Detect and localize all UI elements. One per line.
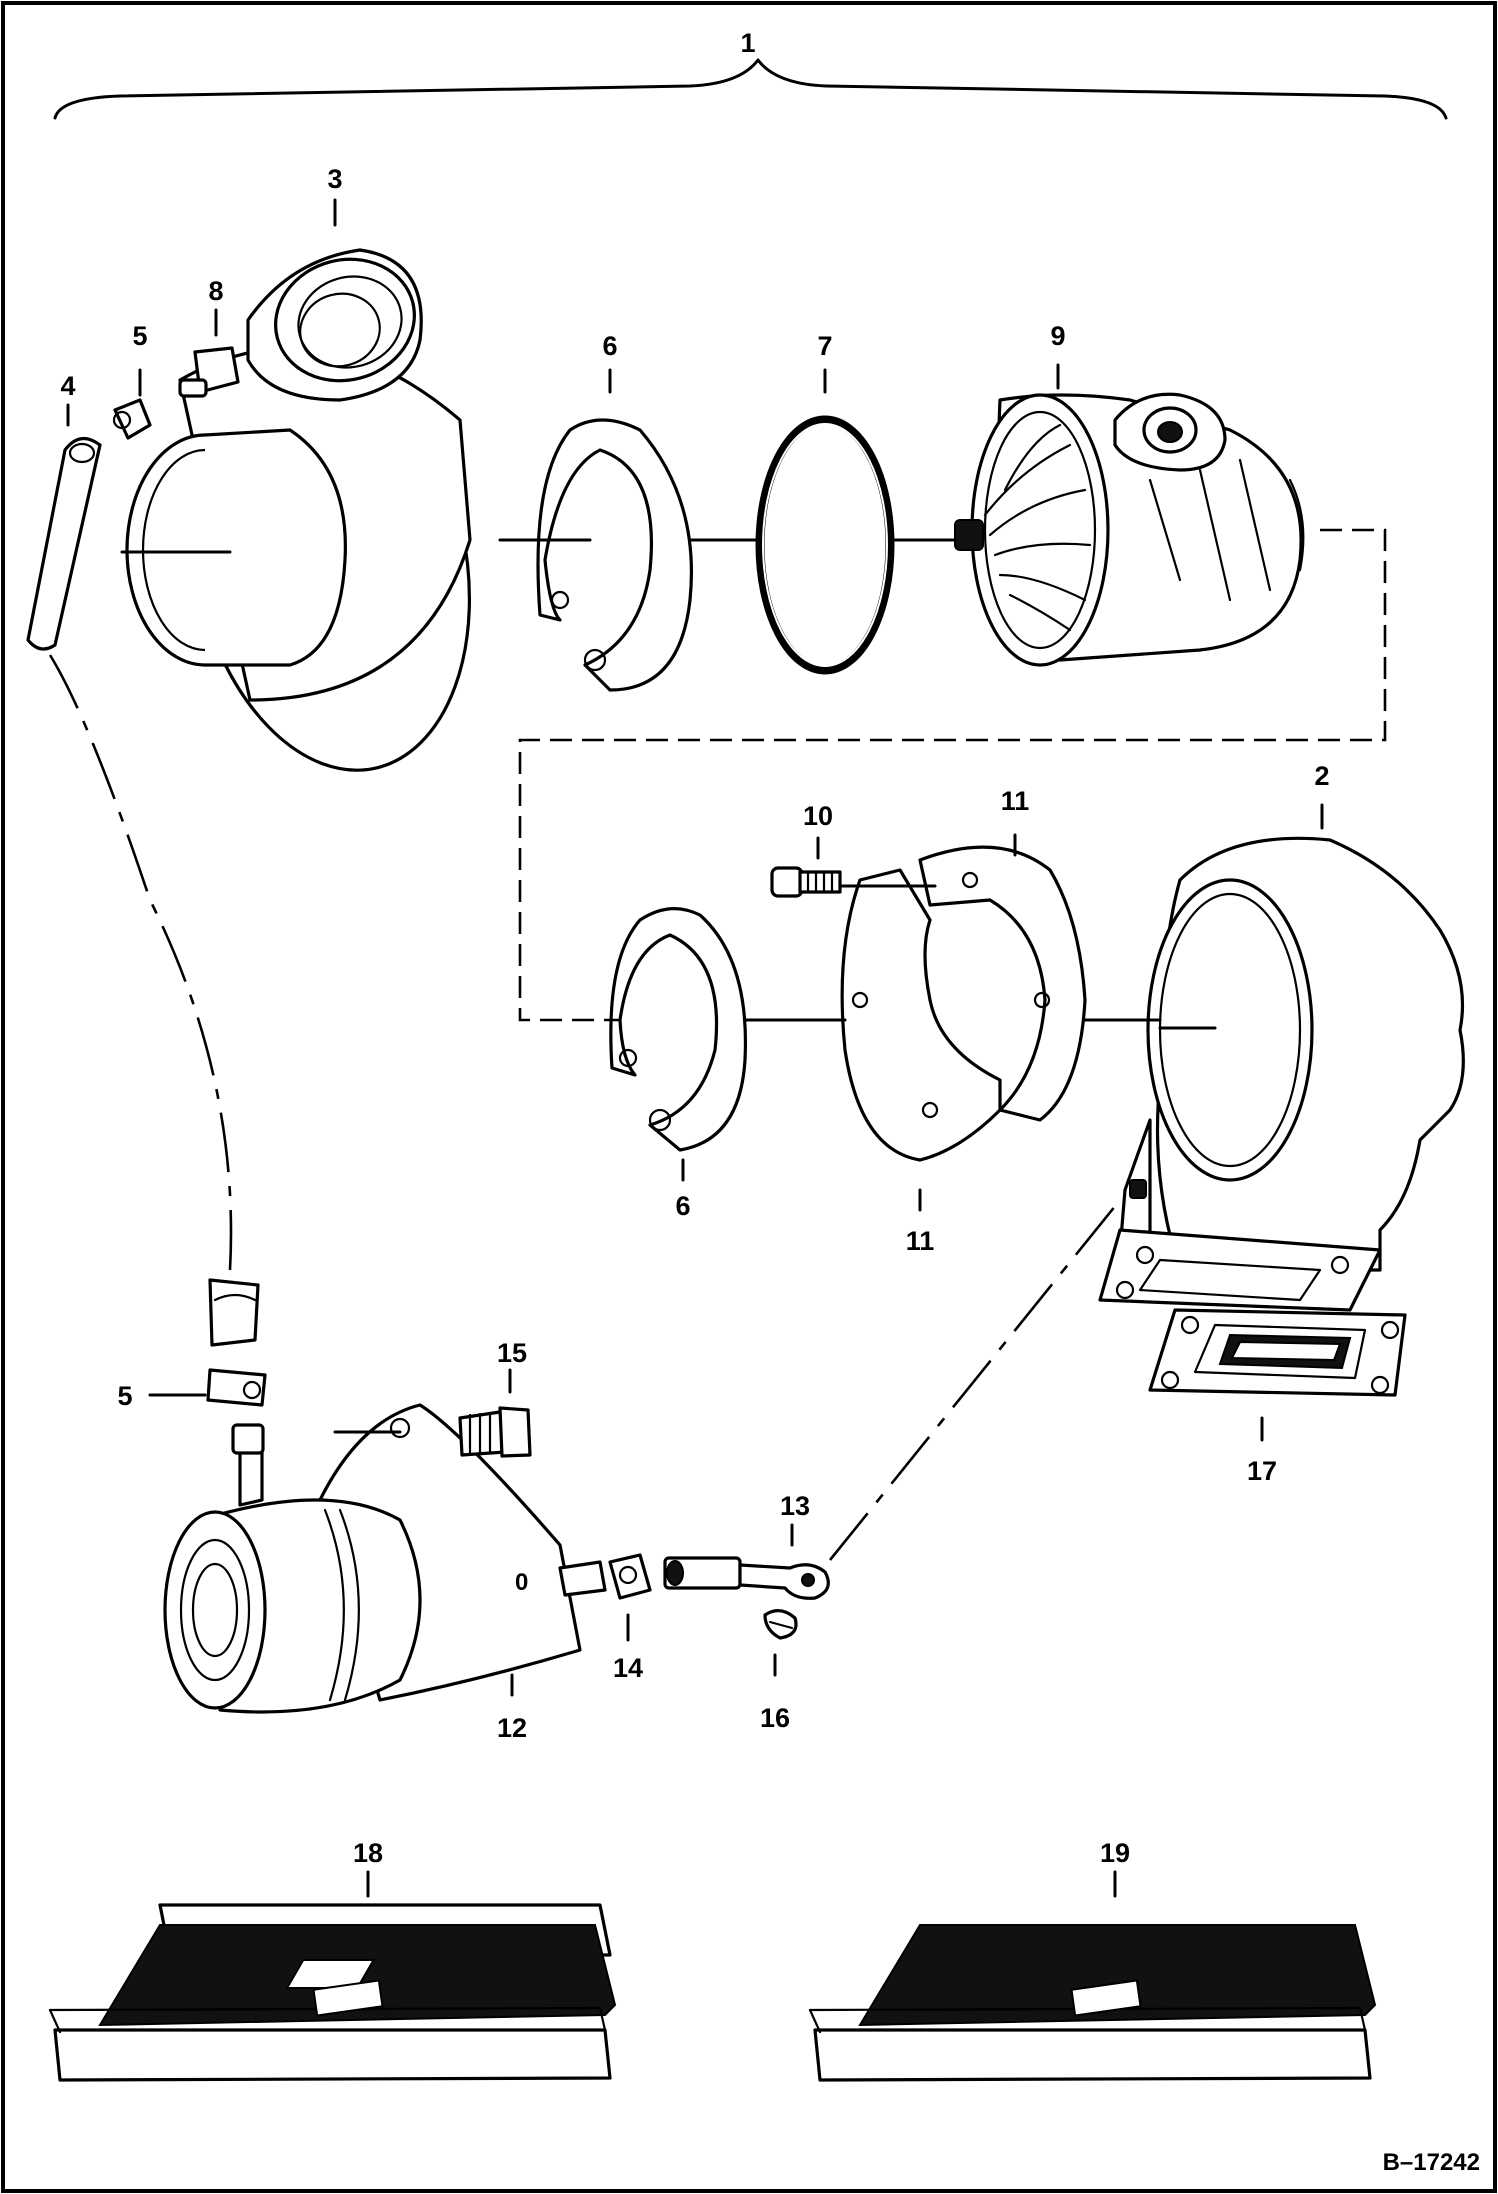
- callout-12: 12: [497, 1713, 527, 1743]
- compressor-housing: [125, 248, 472, 772]
- callout-19: 19: [1100, 1838, 1130, 1868]
- callout-10: 10: [803, 801, 833, 831]
- snap-ring-lower: [609, 906, 748, 1152]
- hose-end: [208, 1278, 260, 1347]
- callout-4: 4: [60, 371, 75, 401]
- callout-6-lower: 6: [675, 1191, 690, 1221]
- assembly-bracket: [53, 58, 1448, 120]
- hose-clamp-upper: [112, 398, 152, 440]
- hose: [26, 437, 102, 651]
- callout-6-upper: 6: [602, 331, 617, 361]
- turbine-housing: [1098, 836, 1465, 1312]
- service-pad-18: [48, 1903, 617, 2082]
- callout-11-lower: 11: [906, 1226, 935, 1256]
- turbo-cartridge: [954, 392, 1305, 667]
- callout-18: 18: [353, 1838, 383, 1868]
- callout-13: 13: [780, 1491, 810, 1521]
- bolt: [770, 866, 842, 898]
- retaining-clip: [763, 1609, 798, 1640]
- rod-end: [663, 1556, 830, 1600]
- callout-1: 1: [740, 28, 755, 58]
- callout-11-upper: 11: [1001, 786, 1030, 816]
- pad-18-window: [312, 1979, 384, 2017]
- callout-3: 3: [327, 164, 342, 194]
- centerlines: [48, 528, 1387, 1561]
- figure-reference: B–17242: [1383, 2149, 1480, 2176]
- callout-7: 7: [817, 331, 832, 361]
- service-pad-19: [808, 1924, 1377, 2082]
- heat-shield-plate-upper: [918, 845, 1087, 1122]
- callout-5-lower: 5: [117, 1381, 132, 1411]
- wastegate-actuator: 0: [163, 1403, 607, 1714]
- callout-15: 15: [497, 1338, 527, 1368]
- callout-8: 8: [208, 276, 223, 306]
- bolt-actuator: [458, 1406, 532, 1458]
- heat-shield-plate-lower: [840, 868, 1002, 1162]
- callout-9: 9: [1050, 321, 1065, 351]
- callout-17: 17: [1247, 1456, 1277, 1486]
- pad-19-window: [1070, 1979, 1142, 2017]
- callout-16: 16: [760, 1703, 790, 1733]
- snap-ring-upper: [536, 418, 694, 692]
- leader-lines: [66, 198, 1324, 1898]
- compressor-wheel-blades: [983, 423, 1092, 632]
- hose-clamp-lower: [206, 1368, 267, 1407]
- svg-text:0: 0: [515, 1569, 528, 1596]
- o-ring: [755, 415, 895, 675]
- callout-labels: 1 3 8 5 4 6 7 9 10 11 2 6 11 5 15 17 13 …: [60, 28, 1329, 1868]
- gasket: [1148, 1308, 1407, 1397]
- nut: [608, 1553, 652, 1600]
- callout-5-upper: 5: [132, 321, 147, 351]
- callout-2: 2: [1314, 761, 1329, 791]
- callout-14: 14: [613, 1653, 643, 1683]
